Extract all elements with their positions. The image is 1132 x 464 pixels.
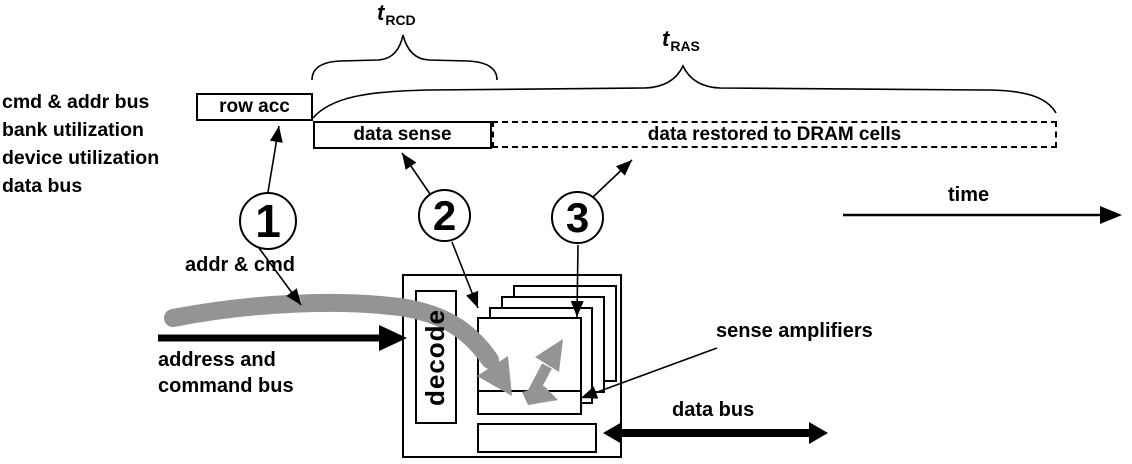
tras-subscript: RAS <box>670 38 700 54</box>
data-bus-arrowhead-right <box>809 422 828 444</box>
data-restored-box: data restored to DRAM cells <box>492 121 1057 148</box>
trcd-subscript: RCD <box>385 12 416 28</box>
row-label-bank-utilization: bank utilization <box>2 119 144 141</box>
sense-amplifiers-label: sense amplifiers <box>716 320 873 342</box>
step-1-number: 1 <box>255 195 281 247</box>
step-circle-3: 3 <box>551 191 604 244</box>
step3-to-data-restored-arrow <box>592 159 633 198</box>
row-acc-box: row acc <box>196 93 313 121</box>
addr-cmd-label: addr & cmd <box>185 254 296 276</box>
memory-array-1 <box>477 317 582 415</box>
time-axis-label: time <box>948 184 990 206</box>
address-command-bus-label-line1: address and <box>158 349 276 371</box>
tras-brace <box>312 64 1057 119</box>
step-circle-1: 1 <box>239 192 297 250</box>
step-3-number: 3 <box>565 193 590 241</box>
step2-to-data-sense-arrow <box>401 152 431 195</box>
sense-amplifier-strip <box>477 390 582 415</box>
data-bus-label: data bus <box>672 399 755 421</box>
decode-label: decode <box>420 308 451 406</box>
io-buffer-box <box>477 423 597 453</box>
trcd-label: tRCD <box>377 0 416 28</box>
tras-symbol: t <box>662 26 670 51</box>
data-restored-label: data restored to DRAM cells <box>647 123 902 145</box>
address-command-bus-label-line2: command bus <box>158 375 294 397</box>
step-circle-2: 2 <box>418 189 471 242</box>
row-label-data-bus: data bus <box>2 175 83 197</box>
tras-label: tRAS <box>662 26 700 54</box>
decode-label-wrap: decode <box>415 290 457 424</box>
time-axis-arrowhead <box>1100 206 1122 224</box>
step-2-number: 2 <box>432 191 457 239</box>
row-label-cmd-addr-bus: cmd & addr bus <box>2 91 150 113</box>
data-sense-label: data sense <box>353 124 452 145</box>
trcd-brace <box>311 34 498 81</box>
data-sense-box: data sense <box>313 121 492 149</box>
row-label-device-utilization: device utilization <box>2 147 160 169</box>
trcd-symbol: t <box>377 0 385 25</box>
row-acc-label: row acc <box>219 96 290 117</box>
step1-to-row-acc-arrow <box>267 125 283 193</box>
